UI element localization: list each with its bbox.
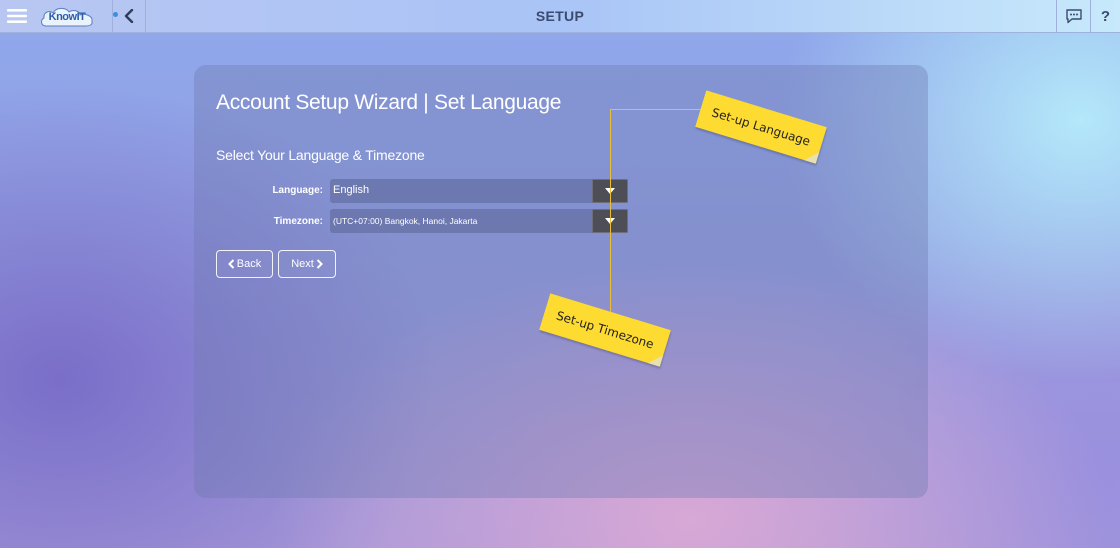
timezone-select[interactable]: (UTC+07:00) Bangkok, Hanoi, Jakarta [330, 209, 628, 233]
timezone-value: (UTC+07:00) Bangkok, Hanoi, Jakarta [333, 216, 478, 226]
status-dot [113, 12, 118, 17]
wizard-subtitle: Select Your Language & Timezone [216, 147, 425, 163]
cloud-logo-icon [41, 7, 93, 27]
knowit-logo[interactable]: KnowIT [40, 7, 94, 27]
chat-bubble-icon [1065, 9, 1082, 24]
timezone-label: Timezone: [273, 216, 323, 227]
language-value: English [333, 184, 370, 196]
help-button[interactable]: ? [1090, 0, 1120, 32]
hamburger-icon [7, 9, 27, 23]
chevron-left-icon [227, 259, 234, 269]
chevron-right-icon [316, 259, 323, 269]
back-button[interactable]: Back [216, 250, 273, 278]
next-label: Next [291, 258, 314, 270]
chat-button[interactable] [1056, 0, 1090, 32]
hamburger-menu-button[interactable] [0, 0, 34, 32]
language-select[interactable]: English [330, 179, 628, 203]
page-title: SETUP [535, 8, 585, 24]
annotation-connector-horizontal [610, 109, 702, 110]
wizard-title: Account Setup Wizard | Set Language [216, 91, 562, 114]
top-bar: KnowIT SETUP ? [0, 0, 1120, 33]
back-label: Back [236, 258, 262, 270]
next-button[interactable]: Next [278, 250, 336, 278]
collapse-sidebar-button[interactable] [112, 0, 146, 32]
chevron-left-icon [124, 9, 134, 23]
logo-text: KnowIT [48, 11, 86, 23]
language-label: Language: [272, 185, 323, 196]
annotation-connector-vertical [610, 109, 611, 315]
